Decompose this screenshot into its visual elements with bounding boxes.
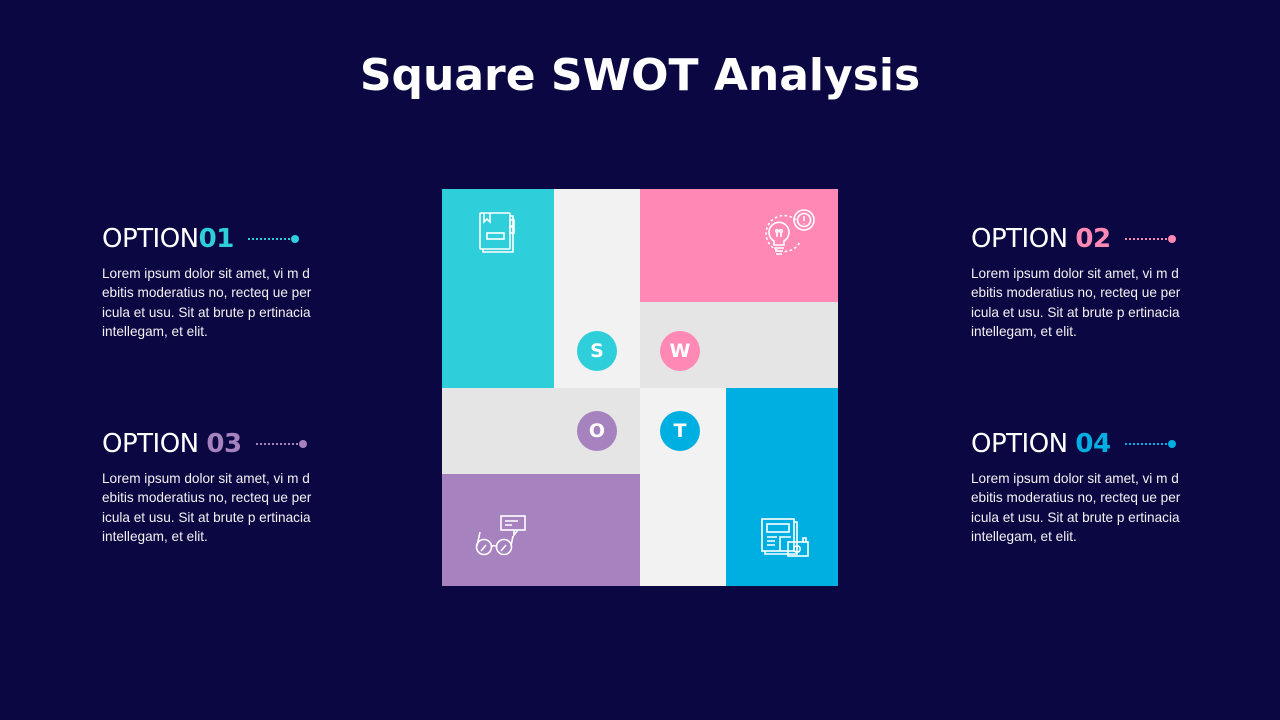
opportunities-block xyxy=(442,474,640,586)
opportunities-badge: O xyxy=(577,411,617,451)
option-label: OPTION xyxy=(971,224,1076,254)
newspaper-camera-icon xyxy=(760,517,812,561)
option-number: 04 xyxy=(1075,429,1111,459)
weaknesses-badge: W xyxy=(660,331,700,371)
option-number: 02 xyxy=(1075,224,1111,254)
option-number: 01 xyxy=(198,224,235,254)
option-description: Lorem ipsum dolor sit amet, vi m debitis… xyxy=(971,471,1181,544)
option-02: OPTION 02 Lorem ipsum dolor sit amet, vi… xyxy=(971,222,1211,341)
lightbulb-alert-icon xyxy=(760,208,816,260)
page-title: Square SWOT Analysis xyxy=(359,50,921,101)
strengths-badge: S xyxy=(577,331,617,371)
option-04-heading: OPTION 04 xyxy=(971,427,1211,461)
option-03-heading: OPTION 03 xyxy=(102,427,342,461)
weaknesses-block xyxy=(640,189,838,302)
threats-badge: T xyxy=(660,411,700,451)
option-04: OPTION 04 Lorem ipsum dolor sit amet, vi… xyxy=(971,427,1211,546)
option-number: 03 xyxy=(206,429,242,459)
notebook-icon xyxy=(478,211,518,255)
option-03: OPTION 03 Lorem ipsum dolor sit amet, vi… xyxy=(102,427,342,546)
dotted-connector xyxy=(1124,440,1176,448)
dotted-connector xyxy=(1124,235,1176,243)
strengths-block xyxy=(442,189,554,388)
dotted-connector xyxy=(247,235,299,243)
option-02-heading: OPTION 02 xyxy=(971,222,1211,256)
option-label: OPTION xyxy=(102,224,199,254)
option-description: Lorem ipsum dolor sit amet, vi m debitis… xyxy=(102,266,312,339)
option-description: Lorem ipsum dolor sit amet, vi m debitis… xyxy=(971,266,1181,339)
glasses-chat-icon xyxy=(474,515,530,559)
option-label: OPTION xyxy=(971,429,1076,459)
option-label: OPTION xyxy=(102,429,207,459)
dotted-connector xyxy=(255,440,307,448)
option-description: Lorem ipsum dolor sit amet, vi m debitis… xyxy=(102,471,312,544)
threats-block xyxy=(726,388,838,586)
swot-grid: S W O T xyxy=(442,189,838,586)
